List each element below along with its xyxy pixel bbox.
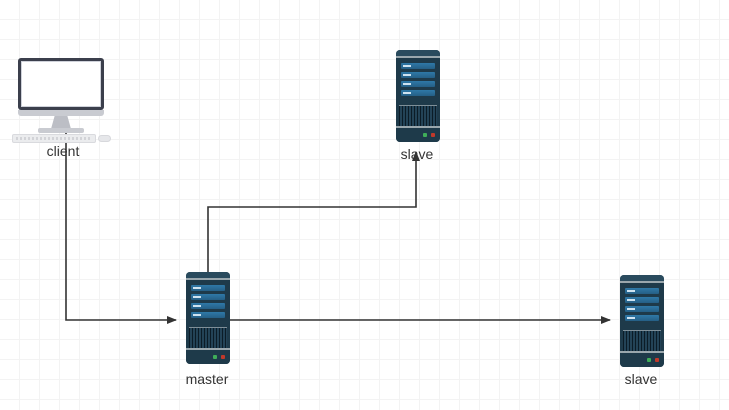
server-vent-grille [399, 105, 437, 126]
keyboard-icon [12, 134, 96, 143]
status-led-red [431, 133, 435, 137]
server-footer [620, 351, 664, 367]
node-client[interactable] [12, 58, 112, 144]
status-led-green [647, 358, 651, 362]
monitor-foot [38, 128, 84, 133]
node-master[interactable] [186, 272, 230, 364]
drive-bay [401, 63, 435, 69]
mouse-icon [98, 135, 111, 142]
drive-bay [401, 81, 435, 87]
drive-bay [625, 288, 659, 294]
server-vent-grille [189, 327, 227, 348]
drive-bay [191, 312, 225, 318]
monitor-screen [21, 61, 101, 107]
drive-bay [401, 72, 435, 78]
monitor-base-bar [18, 110, 104, 116]
drive-bay [191, 303, 225, 309]
server-cap [396, 50, 440, 58]
drive-bay [191, 285, 225, 291]
monitor-neck [51, 116, 71, 129]
drive-bay [191, 294, 225, 300]
server-cap [620, 275, 664, 283]
status-led-red [655, 358, 659, 362]
status-led-green [423, 133, 427, 137]
drive-bay [625, 297, 659, 303]
node-label-client: client [46, 143, 80, 159]
edge-master-to-slave-top [207, 151, 420, 272]
drive-bay [625, 315, 659, 321]
server-drive-bays [401, 63, 435, 99]
server-footer [186, 348, 230, 364]
server-drive-bays [191, 285, 225, 321]
node-label-slave-top: slave [400, 146, 434, 162]
server-footer [396, 126, 440, 142]
desktop-computer-icon [18, 58, 104, 110]
drive-bay [401, 90, 435, 96]
node-slave-top[interactable] [396, 50, 440, 142]
server-drive-bays [625, 288, 659, 324]
node-label-slave-right: slave [624, 371, 658, 387]
node-slave-right[interactable] [620, 275, 664, 367]
status-led-green [213, 355, 217, 359]
server-vent-grille [623, 330, 661, 351]
drive-bay [625, 306, 659, 312]
server-cap [186, 272, 230, 280]
node-label-master: master [185, 371, 229, 387]
status-led-red [221, 355, 225, 359]
